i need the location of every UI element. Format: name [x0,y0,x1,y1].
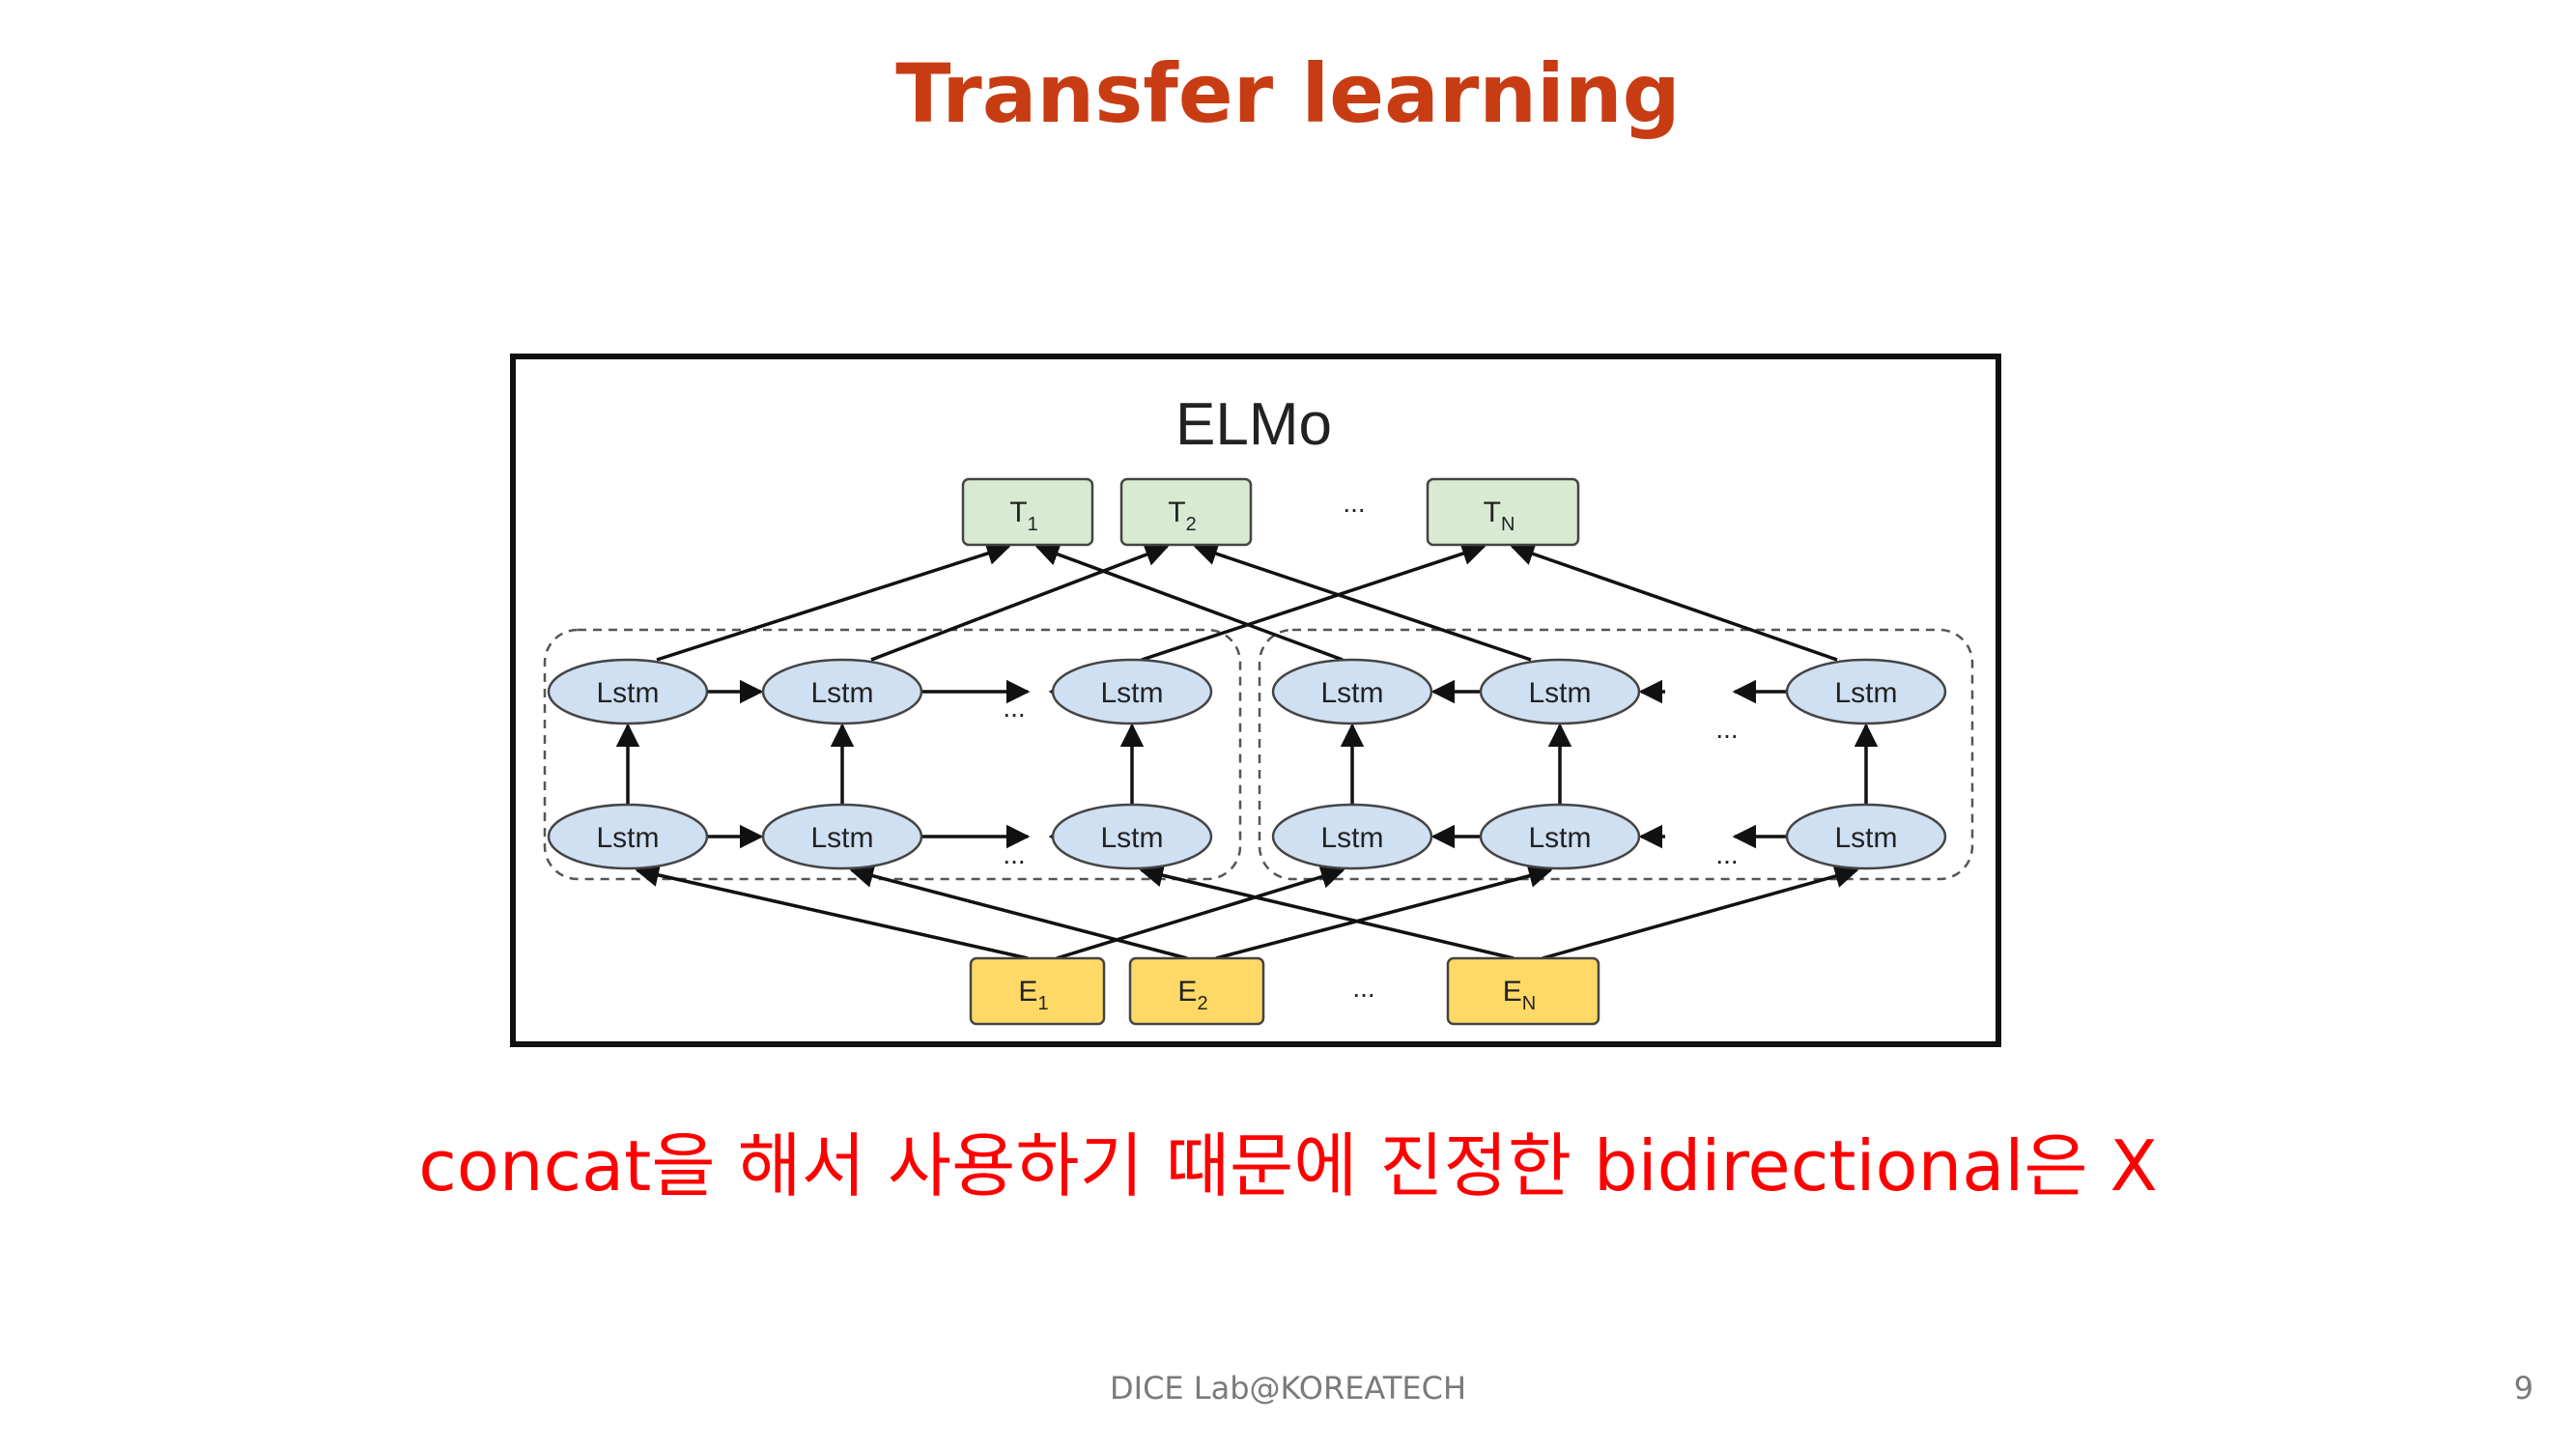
output-label-base: T [1484,497,1501,528]
lstm-label: Lstm [810,677,873,709]
backward-lstm-bottom [1479,803,1641,870]
from-input-arrow [635,863,1029,960]
elmo-diagram: LstmLstmLstmLstmLstmLstmLstmLstmLstmLstm… [543,391,1974,1026]
input-label-subscript: 2 [1197,993,1207,1014]
output-label-subscript: N [1501,514,1514,535]
caption: concat을 해서 사용하기 때문에 진정한 bidirectional은 X [418,1125,2158,1207]
backward-lstm-top [1479,658,1641,725]
output-label: T2 [1168,497,1196,535]
from-input-arrow [849,864,1188,960]
output-box-3 [1426,477,1580,547]
lstm-label: Lstm [1528,822,1591,854]
lstm-label: Lstm [1100,677,1163,709]
ellipsis: ... [1352,973,1374,1003]
from-input-arrow [1215,864,1553,960]
input-label-base: E [1018,976,1037,1008]
lstm-label: Lstm [1100,822,1163,854]
input-label-subscript: N [1522,993,1536,1014]
backward-lstm-bottom [1785,803,1947,870]
lstm-label: Lstm [596,822,659,854]
output-box-2 [1119,477,1253,547]
from-input-arrow [1139,864,1514,960]
to-output-arrow [1034,543,1344,662]
input-box-2 [1128,956,1265,1026]
forward-lstm-top [547,658,709,725]
backward-lstm-bottom [1271,803,1433,870]
input-label-base: E [1503,976,1522,1008]
forward-lstm-bottom [547,803,709,870]
from-input-arrow [1542,865,1859,960]
input-box-3 [1446,956,1600,1026]
forward-lstm-top [1051,658,1213,725]
output-box-1 [961,477,1094,547]
forward-lm-group [543,628,1242,881]
backward-lstm-top [1785,658,1947,725]
footer-text: DICE Lab@KOREATECH [1109,1370,1466,1406]
lstm-label: Lstm [596,677,659,709]
diagram-title: ELMo [1175,391,1332,458]
ellipsis: ... [1715,839,1738,869]
to-output-arrow [1193,542,1532,662]
output-label-subscript: 2 [1186,514,1197,535]
lstm-label: Lstm [1320,822,1383,854]
input-label-subscript: 1 [1037,993,1048,1014]
input-label: E1 [1018,976,1048,1014]
to-output-arrow [1141,542,1486,662]
ellipsis: ... [1003,693,1025,723]
output-label-subscript: 1 [1028,514,1038,535]
to-output-arrow [870,543,1170,662]
forward-lstm-bottom [1051,803,1213,870]
ellipsis: ... [1003,839,1025,869]
input-label: EN [1503,976,1536,1014]
from-input-arrow [1056,865,1345,960]
lstm-label: Lstm [1834,677,1897,709]
input-box-1 [969,956,1106,1026]
input-label-base: E [1177,976,1197,1008]
to-output-arrow [656,542,1011,662]
forward-lstm-top [761,658,923,725]
output-label-base: T [1168,497,1185,528]
backward-lm-group [1258,628,1974,881]
lstm-label: Lstm [1528,677,1591,709]
lstm-label: Lstm [810,822,873,854]
forward-lstm-bottom [761,803,923,870]
slide-title: Transfer learning [895,46,1681,141]
backward-lstm-top [1271,658,1433,725]
to-output-arrow [1510,542,1838,662]
input-label: E2 [1177,976,1207,1014]
output-label: T1 [1009,497,1037,535]
lstm-label: Lstm [1834,822,1897,854]
output-label-base: T [1009,497,1027,528]
page-number: 9 [2513,1370,2534,1406]
lstm-label: Lstm [1320,677,1383,709]
ellipsis: ... [1343,488,1365,518]
output-label: TN [1484,497,1515,535]
ellipsis: ... [1715,714,1738,744]
